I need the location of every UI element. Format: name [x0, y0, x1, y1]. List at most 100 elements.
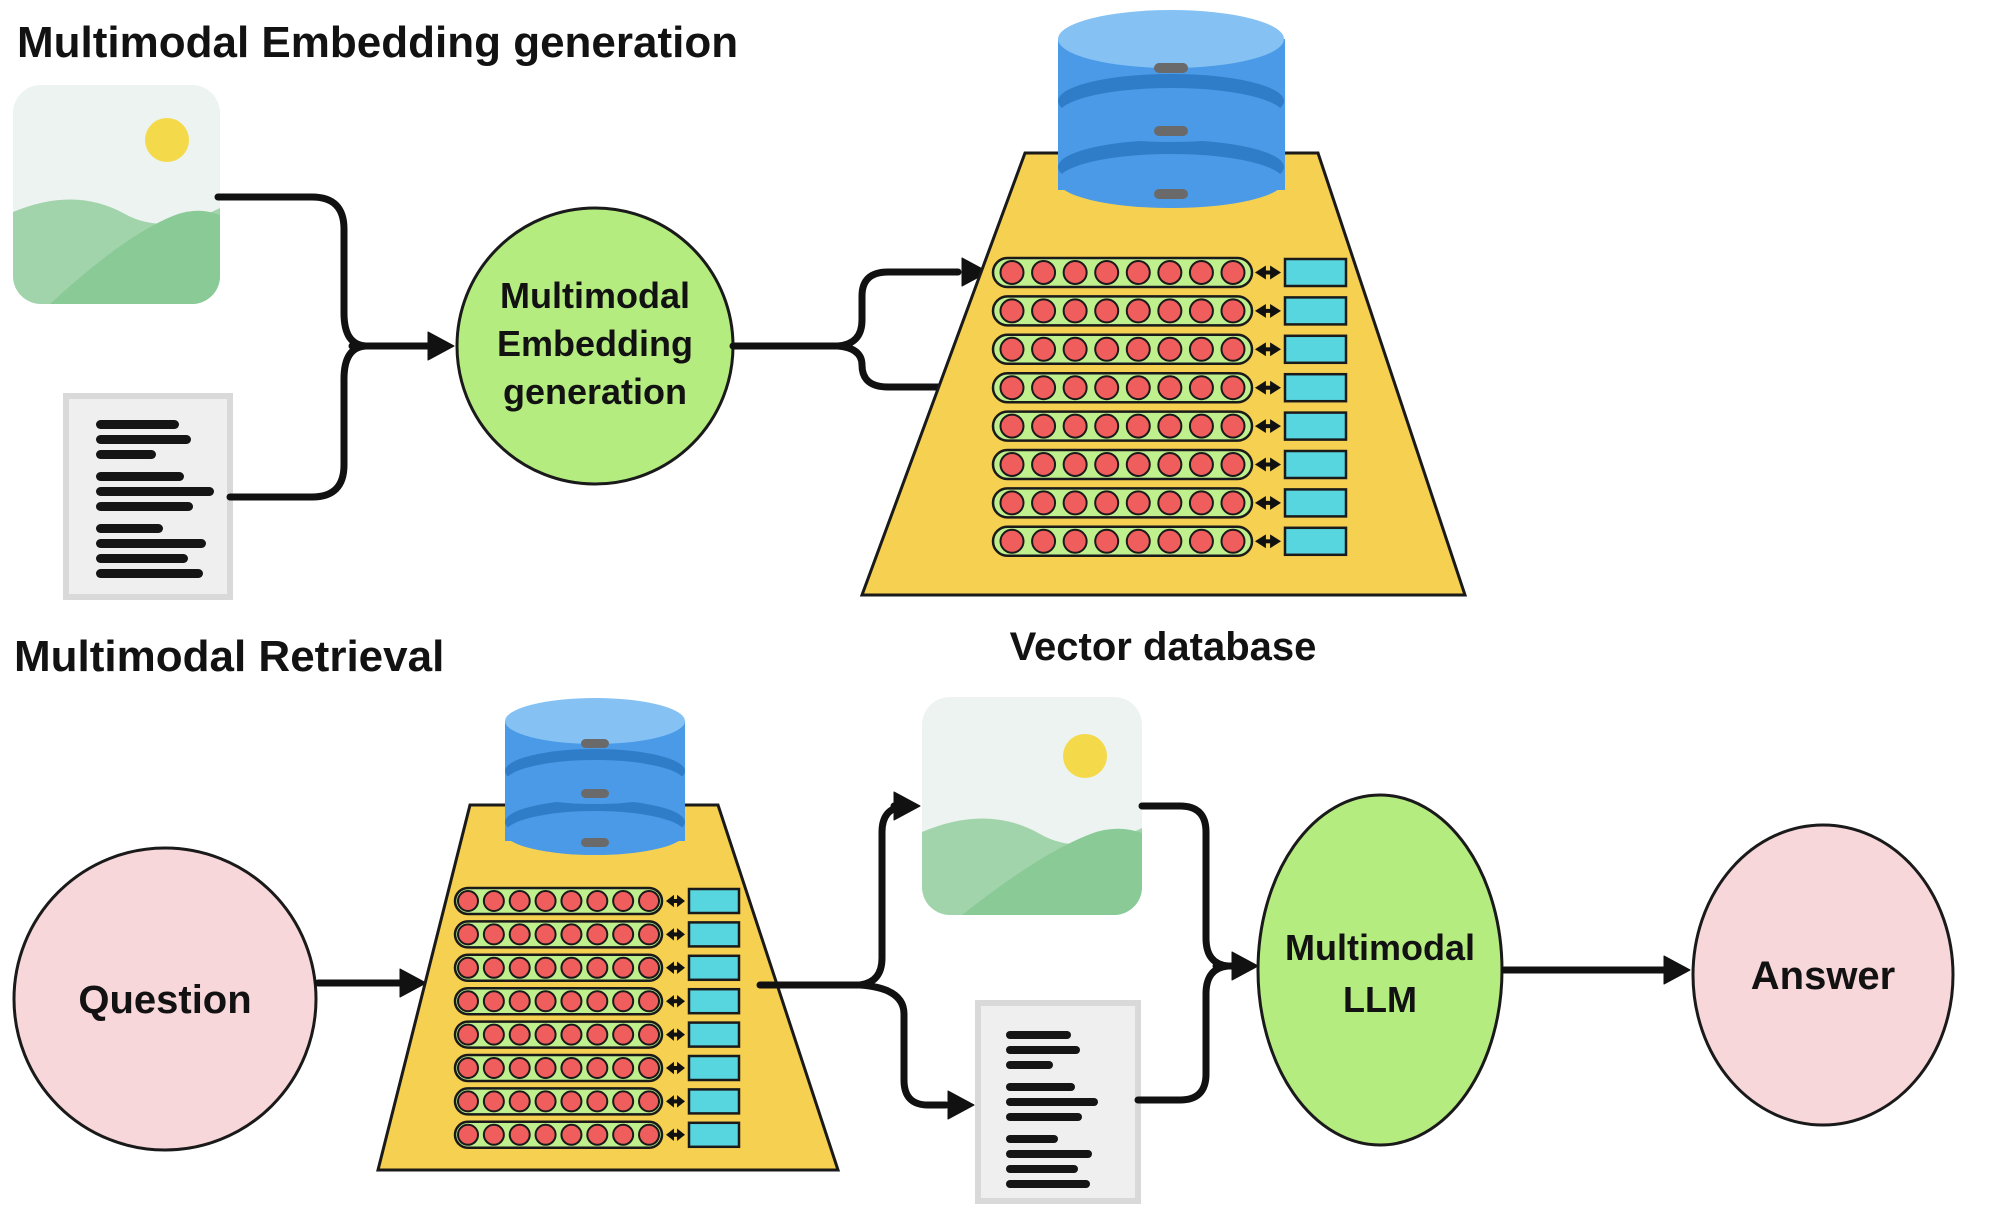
document-text-line: [96, 472, 184, 481]
embedding-dot: [560, 923, 583, 946]
embedding-dot: [560, 1090, 583, 1113]
image-input-icon: [13, 85, 220, 304]
embedding-dot: [534, 1057, 557, 1079]
embedding-vector-pill: [453, 886, 664, 916]
embedding-dot: [586, 956, 609, 979]
embedding-vector-pill: [453, 1087, 664, 1116]
embedding-vector-pill: [991, 448, 1254, 481]
embedding-dot: [1094, 452, 1120, 477]
retrieved-image-icon: [922, 697, 1142, 915]
vector-value-box: [1283, 372, 1348, 403]
embedding-dot: [586, 923, 609, 946]
bidirectional-arrow-right-head: [677, 994, 685, 1008]
vector-value-box: [687, 1121, 741, 1149]
arrowhead-into-embedder: [427, 331, 455, 361]
vector-value-box: [1283, 526, 1348, 557]
embedding-dot: [1062, 375, 1088, 401]
hill-dark-shape: [962, 828, 1142, 915]
bidirectional-arrow-right-head: [1270, 495, 1281, 510]
connector-to-retrieved-document: [856, 981, 950, 1109]
document-text-line: [1006, 1083, 1075, 1091]
vector-value-box: [687, 921, 741, 948]
question-node: Question: [12, 846, 318, 1152]
sun-icon: [1063, 734, 1107, 778]
embedding-dot: [1031, 528, 1057, 554]
vector-value-box: [687, 887, 741, 915]
embedding-dot: [612, 1057, 635, 1079]
vector-value-box: [1283, 296, 1348, 326]
embedding-dot: [482, 956, 505, 979]
answer-ellipse: [1691, 823, 1955, 1127]
arrowhead-into-retrieval-db: [399, 968, 427, 998]
embedding-dot: [1094, 375, 1120, 401]
document-text-line: [1006, 1165, 1078, 1173]
arrowhead-into-row1: [961, 257, 989, 287]
bidirectional-arrow-left-head: [666, 994, 674, 1008]
bidirectional-arrow-right-head: [1270, 534, 1281, 549]
connector-to-retrieved-image: [856, 802, 907, 989]
connector-split-upper: [834, 268, 962, 350]
embedding-dot: [508, 956, 531, 979]
embedding-vector-pill: [991, 487, 1254, 519]
retrieval-section: Multimodal Retrieval Question: [12, 632, 1955, 1204]
embedding-dot: [586, 1123, 609, 1146]
embedding-dot: [1220, 375, 1246, 401]
embedding-dot: [1220, 298, 1246, 324]
vector-value-box: [1283, 449, 1348, 480]
embedding-dot: [1031, 260, 1057, 285]
connector-document-to-embedder: [226, 342, 370, 501]
embedding-dot: [1125, 452, 1151, 477]
embedding-dot: [1062, 336, 1088, 362]
vector-value-box: [1283, 488, 1348, 518]
embedding-rows: [991, 256, 1348, 558]
bidirectional-arrow-right-head: [677, 1128, 685, 1142]
document-text-line: [1006, 1113, 1082, 1121]
embedding-dot: [1125, 260, 1151, 285]
vector-value-box: [1283, 411, 1348, 441]
bidirectional-arrow-left-head: [666, 894, 674, 908]
embedding-dot: [612, 1123, 635, 1146]
embedding-dot: [482, 890, 505, 912]
embedding-vector-pill: [453, 1053, 664, 1083]
embedding-dot: [482, 923, 505, 946]
embedding-dot: [1062, 452, 1088, 477]
embedding-vector-pill: [991, 525, 1254, 558]
bidirectional-arrow-right-head: [1270, 265, 1281, 280]
bidirectional-arrow-left-head: [1255, 265, 1266, 280]
embedding-vector-pill: [991, 371, 1254, 404]
bidirectional-arrow-right-head: [1270, 342, 1281, 357]
embedding-dot: [1157, 413, 1183, 439]
bidirectional-arrow-right-head: [1270, 303, 1281, 318]
embedding-dot: [1188, 260, 1214, 285]
embedding-dot: [999, 298, 1025, 324]
embedding-dot: [1157, 490, 1183, 516]
vector-value-box: [687, 987, 741, 1015]
database-stack-icon-small: [505, 698, 685, 855]
embedding-dot: [1125, 528, 1151, 554]
embedding-dot: [1188, 298, 1214, 324]
embedding-dot: [638, 990, 661, 1013]
embedding-dot: [638, 1023, 661, 1046]
embedding-dot: [1220, 260, 1246, 285]
arrowhead-into-answer: [1663, 955, 1691, 985]
embedding-dot: [612, 1090, 635, 1113]
embedding-dot: [560, 890, 583, 912]
vector-value-box: [687, 954, 741, 982]
embedding-dot: [508, 1090, 531, 1113]
bidirectional-arrow-right-head: [677, 1028, 685, 1041]
embedding-dot: [1220, 528, 1246, 554]
embedding-dot: [457, 923, 479, 946]
embedding-dot: [1094, 413, 1120, 439]
embedding-dot: [1188, 490, 1214, 516]
embedding-dot: [534, 923, 557, 946]
llm-ellipse: [1256, 793, 1504, 1147]
embedding-dot: [482, 1057, 505, 1079]
embedding-dot: [1031, 490, 1057, 516]
bidirectional-arrow-right-head: [677, 1061, 685, 1075]
embedding-dot: [508, 1123, 531, 1146]
embedding-dot: [1031, 298, 1057, 324]
vector-db-label: Vector database: [1010, 625, 1317, 669]
embedding-dot: [999, 528, 1025, 554]
llm-label-line2: LLM: [1343, 979, 1417, 1020]
